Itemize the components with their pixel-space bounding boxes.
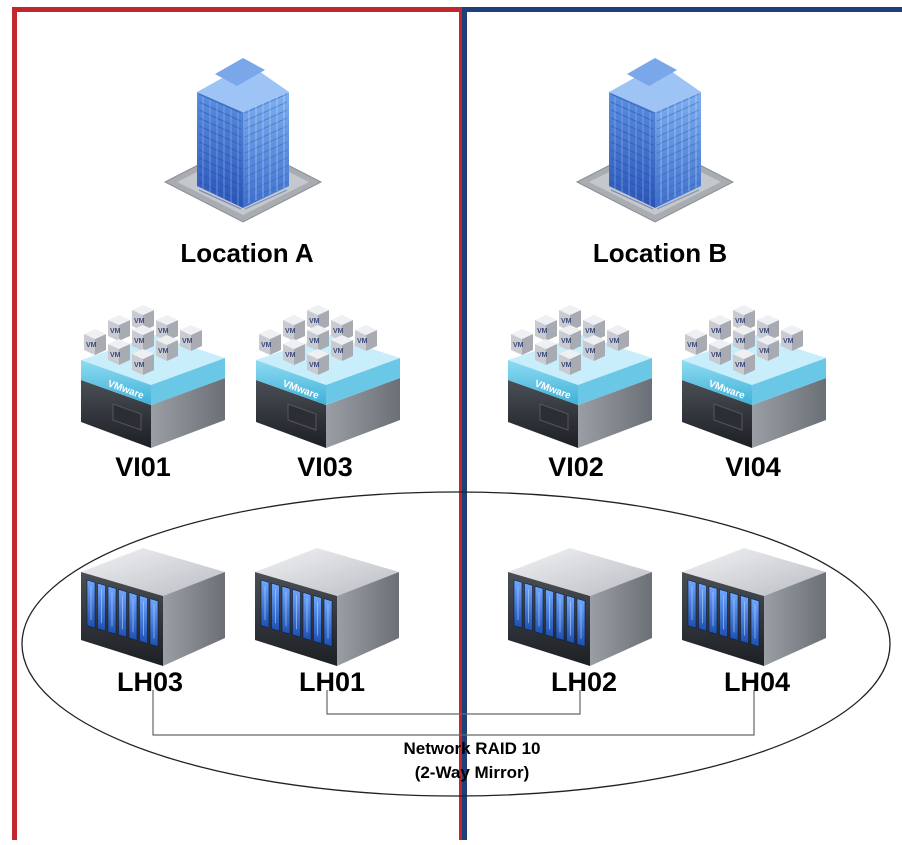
mirror-connections (153, 690, 754, 735)
storage-node-label-lh04: LH04 (724, 667, 790, 698)
vm-badge-label: VM (735, 362, 746, 369)
vm-badge-label: VM (285, 328, 296, 335)
vm-badge-label: VM (585, 348, 596, 355)
vm-badge-label: VM (537, 352, 548, 359)
storage-node-icon-lh04 (682, 548, 826, 666)
vm-box-icon: VM (132, 349, 154, 375)
vm-badge-label: VM (537, 328, 548, 335)
vm-box-icon: VM (607, 325, 629, 351)
mirror-link-lh03-lh04 (153, 690, 754, 735)
vm-badge-label: VM (609, 338, 620, 345)
storage-node-label-lh03: LH03 (117, 667, 183, 698)
vm-box-icon: VM (559, 349, 581, 375)
vm-box-icon: VM (733, 325, 755, 351)
vm-badge-label: VM (309, 362, 320, 369)
vm-box-icon: VM (709, 339, 731, 365)
vm-badge-label: VM (561, 362, 572, 369)
vm-badge-label: VM (134, 318, 145, 325)
network-raid-subtitle: (2-Way Mirror) (404, 761, 541, 785)
vm-box-icon: VM (733, 349, 755, 375)
vmware-host-label-vi01: VI01 (115, 452, 171, 483)
vmware-host-label-vi03: VI03 (297, 452, 353, 483)
vm-badge-label: VM (333, 348, 344, 355)
vm-box-icon: VM (583, 335, 605, 361)
vm-box-icon: VM (84, 329, 106, 355)
vm-badge-label: VM (357, 338, 368, 345)
vmware-host-label-vi04: VI04 (725, 452, 781, 483)
vm-badge-label: VM (759, 328, 770, 335)
vm-badge-label: VM (309, 318, 320, 325)
vm-box-icon: VM (709, 315, 731, 341)
storage-node-icon-lh03 (81, 548, 225, 666)
vm-badge-label: VM (134, 362, 145, 369)
vm-box-icon: VM (108, 339, 130, 365)
vm-box-icon: VM (685, 329, 707, 355)
vm-box-icon: VM (331, 335, 353, 361)
vm-badge-label: VM (561, 338, 572, 345)
building-icon-a (165, 58, 321, 222)
network-raid-label: Network RAID 10 (2-Way Mirror) (404, 737, 541, 785)
vm-badge-label: VM (735, 338, 746, 345)
vm-box-icon: VM (307, 349, 329, 375)
vm-box-icon: VM (355, 325, 377, 351)
location-b-label: Location B (593, 238, 727, 269)
vm-box-icon: VM (307, 325, 329, 351)
vm-badge-label: VM (134, 338, 145, 345)
vm-box-icon: VM (180, 325, 202, 351)
vm-badge-label: VM (309, 338, 320, 345)
vm-box-icon: VM (108, 315, 130, 341)
vm-badge-label: VM (711, 352, 722, 359)
storage-node-icon-lh01 (255, 548, 399, 666)
vmware-host-label-vi02: VI02 (548, 452, 604, 483)
vm-badge-label: VM (158, 348, 169, 355)
vm-box-icon: VM (781, 325, 803, 351)
vm-box-icon: VM (559, 325, 581, 351)
vm-box-icon: VM (283, 339, 305, 365)
vm-badge-label: VM (783, 338, 794, 345)
vm-badge-label: VM (585, 328, 596, 335)
vm-badge-label: VM (711, 328, 722, 335)
vm-badge-label: VM (158, 328, 169, 335)
storage-node-label-lh02: LH02 (551, 667, 617, 698)
network-raid-title: Network RAID 10 (404, 737, 541, 761)
vm-badge-label: VM (513, 342, 524, 349)
building-icon-b (577, 58, 733, 222)
vm-badge-label: VM (110, 352, 121, 359)
vm-box-icon: VM (757, 335, 779, 361)
vm-badge-label: VM (86, 342, 97, 349)
vm-badge-label: VM (285, 352, 296, 359)
vm-box-icon: VM (156, 335, 178, 361)
vm-box-icon: VM (535, 315, 557, 341)
storage-node-label-lh01: LH01 (299, 667, 365, 698)
vm-badge-label: VM (735, 318, 746, 325)
vm-box-icon: VM (132, 325, 154, 351)
vm-badge-label: VM (561, 318, 572, 325)
vm-box-icon: VM (259, 329, 281, 355)
vm-box-icon: VM (283, 315, 305, 341)
location-a-label: Location A (180, 238, 313, 269)
storage-node-icon-lh02 (508, 548, 652, 666)
vm-badge-label: VM (110, 328, 121, 335)
vm-box-icon: VM (511, 329, 533, 355)
vm-badge-label: VM (261, 342, 272, 349)
vm-box-icon: VM (535, 339, 557, 365)
vm-badge-label: VM (333, 328, 344, 335)
vm-badge-label: VM (687, 342, 698, 349)
vm-badge-label: VM (182, 338, 193, 345)
vm-badge-label: VM (759, 348, 770, 355)
